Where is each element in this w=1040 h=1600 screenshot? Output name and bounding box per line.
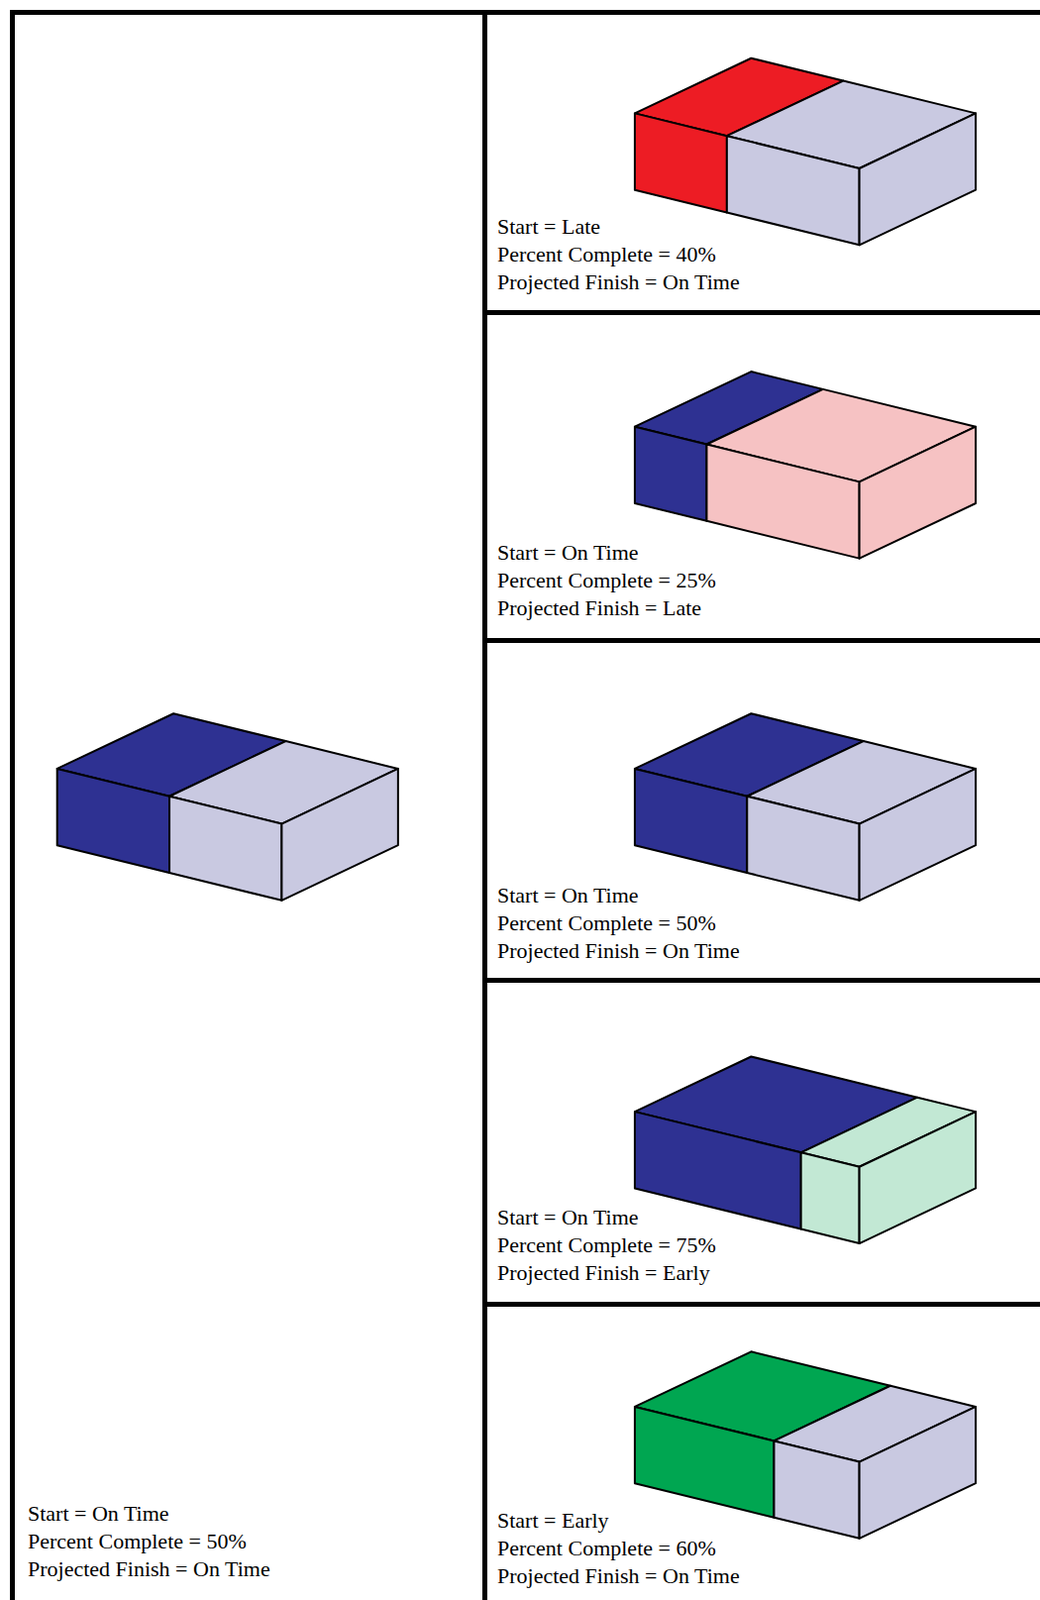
status-text-group: Start = LatePercent Complete = 40%Projec… — [497, 212, 740, 297]
task-box — [634, 1351, 976, 1539]
task-box — [634, 371, 976, 559]
status-line: Projected Finish = Early — [497, 1258, 717, 1287]
status-line: Start = On Time — [497, 881, 740, 910]
status-panel: Start = EarlyPercent Complete = 60%Proje… — [482, 1301, 1040, 1600]
status-line: Percent Complete = 60% — [497, 1534, 740, 1562]
status-text-group: Start = EarlyPercent Complete = 60%Proje… — [497, 1506, 740, 1590]
status-line: Projected Finish = On Time — [497, 268, 740, 297]
status-line: Start = Early — [497, 1506, 740, 1535]
done-front-face — [634, 768, 747, 873]
done-front-face — [634, 112, 728, 212]
status-line: Percent Complete = 40% — [497, 240, 740, 269]
status-text-group: Start = On TimePercent Complete = 25%Pro… — [497, 538, 717, 623]
status-line: Start = Late — [497, 212, 740, 241]
status-line: Projected Finish = On Time — [497, 936, 740, 965]
status-line: Percent Complete = 50% — [27, 1527, 271, 1556]
status-panel: Start = On TimePercent Complete = 25%Pro… — [482, 310, 1040, 643]
status-line: Percent Complete = 75% — [497, 1231, 717, 1259]
done-front-face — [634, 1111, 802, 1229]
remaining-front-face — [169, 796, 282, 901]
remaining-front-face — [746, 796, 859, 901]
status-line: Start = On Time — [497, 1203, 717, 1232]
status-panel: Start = On TimePercent Complete = 50%Pro… — [9, 9, 488, 1600]
done-front-face — [57, 768, 170, 873]
remaining-side-face — [859, 768, 976, 901]
remaining-side-face — [281, 768, 398, 901]
status-text-group: Start = On TimePercent Complete = 50%Pro… — [27, 1499, 271, 1583]
status-text-group: Start = On TimePercent Complete = 50%Pro… — [497, 881, 740, 965]
status-panel: Start = On TimePercent Complete = 50%Pro… — [482, 637, 1040, 983]
status-line: Projected Finish = On Time — [27, 1555, 271, 1583]
task-box — [57, 713, 399, 901]
status-line: Projected Finish = Late — [497, 594, 717, 623]
remaining-front-face — [727, 135, 860, 245]
remaining-front-face — [773, 1440, 859, 1538]
status-line: Start = On Time — [27, 1499, 271, 1528]
status-line: Percent Complete = 50% — [497, 909, 740, 937]
status-line: Percent Complete = 25% — [497, 566, 717, 595]
task-box — [634, 1055, 976, 1244]
status-text-group: Start = On TimePercent Complete = 75%Pro… — [497, 1203, 717, 1287]
remaining-side-face — [859, 1406, 976, 1539]
remaining-front-face — [706, 444, 859, 559]
task-box — [634, 713, 976, 901]
remaining-side-face — [859, 1111, 976, 1244]
status-panel: Start = On TimePercent Complete = 75%Pro… — [482, 977, 1040, 1307]
status-panel: Start = LatePercent Complete = 40%Projec… — [482, 9, 1040, 315]
status-line: Start = On Time — [497, 538, 717, 567]
remaining-side-face — [859, 112, 976, 245]
status-line: Projected Finish = On Time — [497, 1561, 740, 1590]
remaining-front-face — [801, 1151, 860, 1244]
done-front-face — [634, 1406, 775, 1518]
remaining-side-face — [859, 426, 976, 559]
task-box — [634, 58, 976, 246]
done-front-face — [634, 426, 708, 521]
